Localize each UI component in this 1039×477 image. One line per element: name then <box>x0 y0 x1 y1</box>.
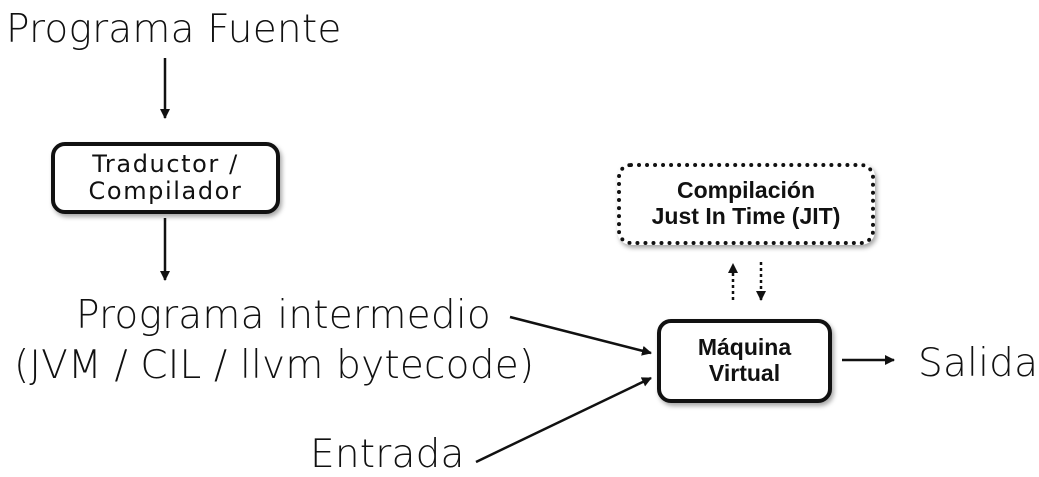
entrada-label: Entrada <box>310 432 465 477</box>
maquina-virtual-box-line1: Máquina <box>697 334 792 361</box>
maquina-virtual-box: Máquina Virtual <box>657 319 832 403</box>
jit-box-line2: Just In Time (JIT) <box>651 203 841 229</box>
jit-compilation-box: Compilación Just In Time (JIT) <box>617 163 875 245</box>
programa-intermedio-formats-label: (JVM / CIL / llvm bytecode) <box>14 343 535 388</box>
traductor-box-line1: Traductor / <box>92 150 239 179</box>
maquina-virtual-box-line2: Virtual <box>708 360 781 386</box>
traductor-box-line2: Compilador <box>88 177 243 205</box>
salida-label: Salida <box>918 341 1039 386</box>
programa-fuente-label: Programa Fuente <box>6 7 342 52</box>
arrow-entrada-to-maquina <box>475 376 652 464</box>
jit-box-line1: Compilación <box>676 177 815 204</box>
traductor-compilador-box: Traductor / Compilador <box>51 142 280 214</box>
arrow-intermedio-to-maquina <box>509 315 652 356</box>
programa-intermedio-label: Programa intermedio <box>76 293 491 338</box>
